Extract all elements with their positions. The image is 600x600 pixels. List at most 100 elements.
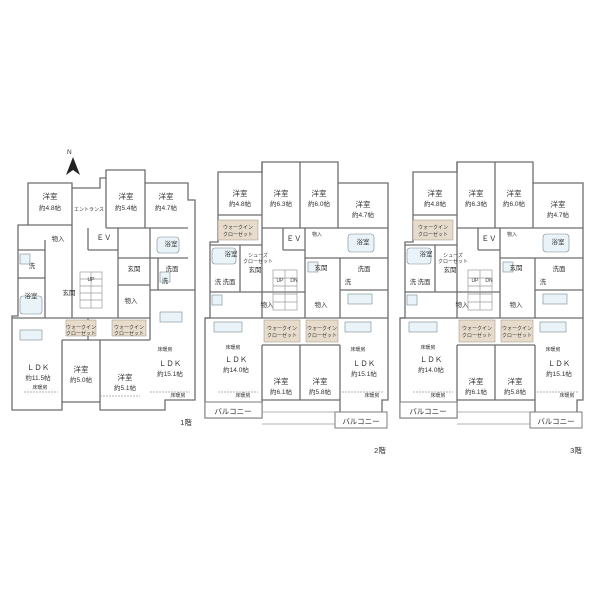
- room-label: 物入: [52, 234, 66, 243]
- room-label: 玄関: [249, 265, 262, 274]
- room-label: 玄関: [510, 263, 523, 272]
- room-label: 浴室: [25, 291, 39, 300]
- room-label: ウォークイン: [418, 224, 448, 231]
- room-label: 洗面: [418, 277, 432, 286]
- room-label: 洗面: [223, 277, 237, 286]
- room-label: シューズ: [248, 252, 268, 259]
- room-label: クローゼット: [462, 332, 492, 339]
- room-size: 約15.1帖: [157, 369, 183, 378]
- room-size: 約4.8帖: [424, 199, 447, 208]
- north-arrow-icon: [66, 157, 80, 175]
- stair-direction: DN: [290, 278, 298, 284]
- room-label: 玄関: [63, 288, 76, 297]
- room-label: 洗面: [358, 264, 372, 273]
- room-label: クローゼット: [243, 258, 273, 265]
- room-label: ウォークイン: [307, 325, 337, 332]
- room-label: ＥＶ: [482, 234, 497, 243]
- stair-direction: DN: [485, 278, 493, 284]
- room-label: 洋室: [508, 376, 523, 386]
- balcony-label: バルコニー: [214, 407, 251, 416]
- room-label: ウォークイン: [66, 324, 96, 331]
- room-label: 玄関: [444, 265, 457, 274]
- room-size: 約6.3帖: [465, 199, 488, 208]
- floor-heating-label: 床暖房: [364, 392, 379, 399]
- room-label: 洗面: [553, 264, 567, 273]
- room-label: 洋室: [233, 188, 248, 198]
- room-size: 約4.8帖: [39, 203, 62, 212]
- room-label: 浴室: [165, 239, 179, 248]
- floor-heating-label: 床暖房: [430, 392, 445, 399]
- room-size: 約4.8帖: [229, 199, 252, 208]
- room-label: 物入: [312, 231, 322, 238]
- room-label: シューズ: [443, 252, 463, 259]
- floor-heating-label: 床暖房: [157, 346, 172, 353]
- room-label: ＥＶ: [97, 233, 112, 242]
- room-label: 浴室: [420, 249, 434, 258]
- room-label: 玄関: [128, 264, 141, 273]
- floor-1-plan: 洋室 約4.8帖 エントランス 洋室 約5.4帖 洋室 約4.7帖 物入 ＥＶ …: [11, 169, 196, 427]
- floor-heating-label: 床暖房: [32, 384, 47, 391]
- compass-label: N: [67, 149, 72, 156]
- room-label: 浴室: [357, 237, 371, 246]
- floor-heating-label: 床暖房: [235, 392, 250, 399]
- room-size: 約4.7帖: [547, 210, 570, 219]
- floor-heating-label: 床暖房: [545, 346, 560, 353]
- room-size: 約6.1帖: [465, 387, 488, 396]
- room-size: 約4.7帖: [155, 203, 178, 212]
- room-label: 浴室: [552, 237, 566, 246]
- room-label: ＬＤＫ: [420, 355, 443, 364]
- room-label: ＬＤＫ: [27, 363, 50, 372]
- room-label: 洋室: [159, 191, 174, 201]
- room-label: 洋室: [118, 372, 133, 382]
- room-label: 洋室: [43, 191, 58, 201]
- floor-number-label: 2階: [374, 445, 386, 455]
- floor-heating-label: 床暖房: [350, 346, 365, 353]
- room-label: 物入: [261, 300, 275, 309]
- room-label: 洋室: [312, 188, 327, 198]
- floor-number-label: 1階: [180, 417, 192, 427]
- room-label: ＬＤＫ: [225, 355, 248, 364]
- floor-number-label: 3階: [570, 445, 582, 455]
- floor-2-plan: 洋室 約4.8帖 洋室 約6.3帖 洋室 約6.0帖 洋室 約4.7帖 ウォーク…: [204, 161, 389, 455]
- room-label: 洗: [540, 277, 547, 286]
- room-label: ウォークイン: [462, 325, 492, 332]
- room-size: 約6.0帖: [308, 199, 331, 208]
- floor-heating-label: 床暖房: [559, 392, 574, 399]
- room-label: 洗: [345, 277, 352, 286]
- room-size: 約5.8帖: [504, 387, 527, 396]
- room-label: ＬＤＫ: [159, 359, 182, 368]
- room-size: 約4.7帖: [352, 210, 375, 219]
- room-label: 浴室: [225, 249, 239, 258]
- room-label: クローゼット: [438, 258, 468, 265]
- room-label: ＬＤＫ: [353, 359, 376, 368]
- stair-direction: UP: [277, 278, 285, 284]
- balcony-label: バルコニー: [409, 407, 446, 416]
- floor-heating-label: 床暖房: [420, 344, 435, 351]
- room-size: 約14.0帖: [223, 365, 249, 374]
- room-size: 約14.0帖: [418, 365, 444, 374]
- north-compass: N: [66, 149, 80, 175]
- room-label: クローゼット: [223, 231, 253, 238]
- floor-heating-label: 床暖房: [170, 392, 185, 399]
- room-size: 約5.4帖: [115, 203, 138, 212]
- room-label: ウォークイン: [502, 325, 532, 332]
- room-label: クローゼット: [418, 231, 448, 238]
- room-label: 物入: [510, 300, 524, 309]
- room-label: 洗: [29, 261, 36, 270]
- room-label: 洋室: [74, 364, 89, 374]
- room-label: クローゼット: [267, 332, 297, 339]
- room-label: ＥＶ: [287, 234, 302, 243]
- room-label: 洋室: [313, 376, 328, 386]
- room-size: 約5.8帖: [309, 387, 332, 396]
- room-label: 洋室: [507, 188, 522, 198]
- room-label: 洋室: [119, 191, 134, 201]
- room-label: 洗: [215, 277, 222, 286]
- room-label: ウォークイン: [114, 324, 144, 331]
- room-size: 約6.0帖: [503, 199, 526, 208]
- room-label: エントランス: [74, 207, 104, 213]
- room-label: クローゼット: [114, 330, 144, 337]
- room-label: クローゼット: [66, 330, 96, 337]
- room-label: 洋室: [274, 188, 289, 198]
- room-label: 玄関: [315, 263, 328, 272]
- room-label: 物入: [456, 300, 470, 309]
